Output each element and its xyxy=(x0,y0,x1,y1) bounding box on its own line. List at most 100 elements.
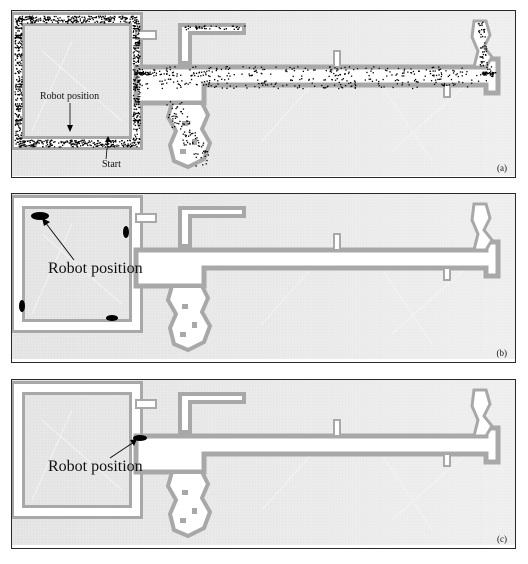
particle xyxy=(16,137,18,139)
particle xyxy=(18,77,21,79)
particle xyxy=(414,78,417,81)
particle xyxy=(135,108,138,110)
particle xyxy=(14,124,17,126)
particle xyxy=(452,82,454,84)
particle xyxy=(354,83,356,85)
particle xyxy=(138,127,140,129)
particle xyxy=(139,122,141,125)
particle xyxy=(354,81,356,83)
particle xyxy=(226,87,228,89)
particle xyxy=(32,17,34,19)
particle xyxy=(437,78,439,81)
particle xyxy=(396,83,398,85)
particle xyxy=(198,26,201,28)
particle xyxy=(195,25,197,27)
particle xyxy=(144,73,146,75)
particle xyxy=(136,84,138,86)
particle xyxy=(137,45,139,47)
particle xyxy=(16,57,18,59)
particle xyxy=(162,83,164,85)
particle xyxy=(83,143,86,145)
particle xyxy=(14,139,16,142)
particle xyxy=(145,83,147,85)
particle xyxy=(132,119,135,122)
particle xyxy=(330,69,332,71)
particle xyxy=(47,19,50,22)
particle xyxy=(216,68,218,70)
particle xyxy=(236,25,238,28)
particle xyxy=(203,71,205,73)
particle xyxy=(96,145,98,147)
particle xyxy=(209,75,211,78)
particle xyxy=(15,83,17,86)
particle xyxy=(368,78,370,80)
particle xyxy=(438,74,440,76)
particle xyxy=(396,79,398,81)
particle xyxy=(69,140,71,142)
particle xyxy=(79,15,81,17)
particle xyxy=(84,20,86,22)
particle xyxy=(334,79,337,81)
panel-label-b: (b) xyxy=(496,348,508,358)
panel-label-c: (c) xyxy=(497,534,507,544)
particle xyxy=(21,99,23,101)
particle xyxy=(453,84,455,86)
particle xyxy=(81,139,83,141)
particle xyxy=(131,144,133,147)
particle xyxy=(96,20,98,22)
particle xyxy=(141,74,143,76)
particle xyxy=(112,17,114,19)
particle xyxy=(371,68,373,70)
particle xyxy=(19,123,21,125)
particle xyxy=(396,73,398,75)
particle xyxy=(492,75,494,77)
particle xyxy=(128,144,130,147)
particle xyxy=(138,58,140,60)
particle xyxy=(174,126,176,128)
particle xyxy=(262,84,264,86)
particle xyxy=(17,134,19,136)
particle xyxy=(258,87,260,89)
particle xyxy=(14,34,17,36)
particle xyxy=(134,22,136,24)
particle xyxy=(133,45,135,47)
particle xyxy=(136,16,138,18)
particle xyxy=(132,114,135,116)
particle xyxy=(123,20,125,22)
particle xyxy=(15,36,17,39)
particle xyxy=(139,96,141,98)
particle xyxy=(19,97,22,100)
particle xyxy=(130,145,133,147)
particle xyxy=(80,145,82,147)
particle xyxy=(118,16,120,18)
particle xyxy=(49,18,51,20)
particle xyxy=(17,116,19,118)
particle xyxy=(340,67,342,69)
particle xyxy=(32,143,35,146)
particle xyxy=(75,140,77,142)
particle xyxy=(23,141,25,143)
particle xyxy=(482,64,484,66)
particle xyxy=(110,20,112,22)
particle xyxy=(138,101,141,103)
particle xyxy=(21,79,23,81)
particle xyxy=(20,71,22,73)
particle xyxy=(372,72,374,74)
particle xyxy=(16,141,18,143)
particle xyxy=(403,68,406,70)
particle xyxy=(25,145,27,147)
particle xyxy=(196,28,198,30)
particle xyxy=(67,22,69,24)
particle xyxy=(486,64,489,66)
particle-cloud-a xyxy=(14,15,497,167)
particle xyxy=(20,18,22,20)
particle xyxy=(137,25,139,27)
particle xyxy=(133,138,135,140)
particle xyxy=(37,142,39,144)
particle xyxy=(20,140,22,143)
particle xyxy=(133,55,135,57)
particle xyxy=(17,30,19,32)
particle xyxy=(30,22,32,24)
particle xyxy=(135,30,137,32)
particle xyxy=(407,81,409,83)
